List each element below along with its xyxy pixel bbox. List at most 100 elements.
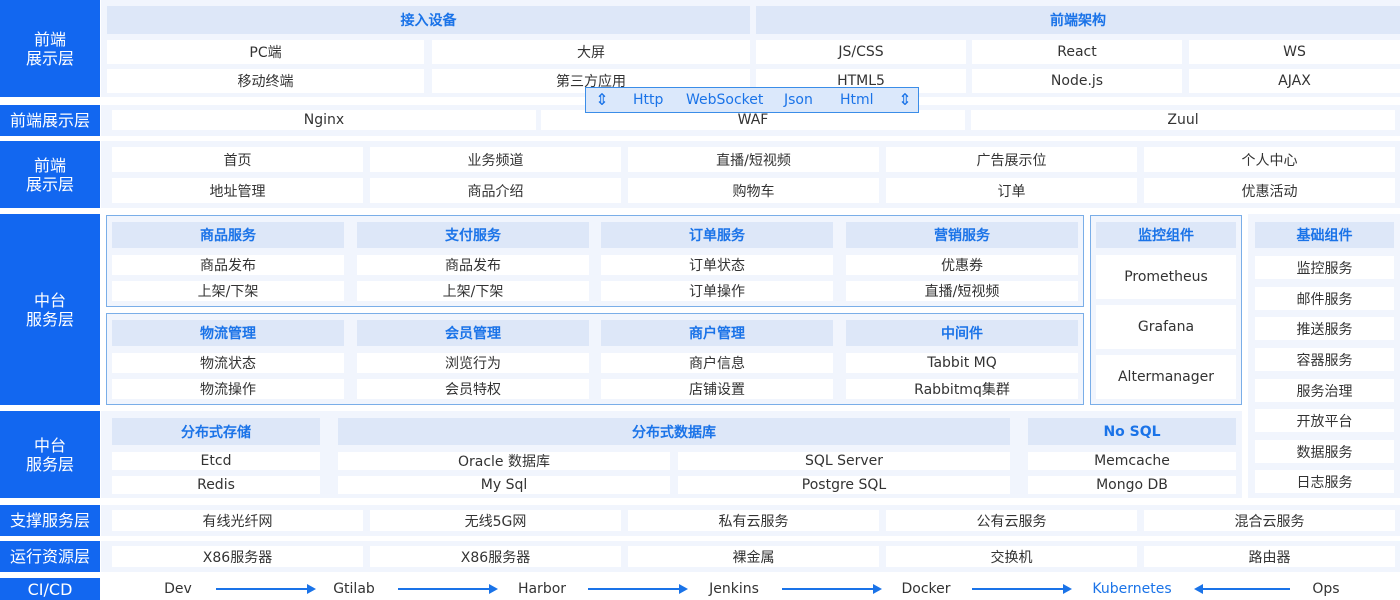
page-order: 订单	[886, 178, 1137, 203]
service-item: Tabbit MQ	[846, 353, 1078, 373]
storage-item-etcd: Etcd	[112, 452, 320, 470]
cicd-step-harbor: Harbor	[517, 581, 567, 597]
support-item: 公有云服务	[886, 510, 1137, 531]
resource-item: 交换机	[886, 546, 1137, 567]
resource-item: 裸金属	[628, 546, 879, 567]
db-item-oracle: Oracle 数据库	[338, 452, 670, 470]
page-product-intro: 商品介绍	[370, 178, 621, 203]
monitor-item-altermanager: Altermanager	[1096, 355, 1236, 399]
basic-item: 监控服务	[1255, 256, 1394, 279]
layer-label-frontend-2: 前端展示层	[0, 105, 100, 136]
service-header: 营销服务	[846, 222, 1078, 248]
service-item: 优惠券	[846, 255, 1078, 275]
basic-header: 基础组件	[1255, 222, 1394, 248]
cicd-step-gitlab: Gtilab	[333, 581, 375, 597]
left-arrow-icon	[1194, 584, 1290, 594]
basic-item: 数据服务	[1255, 440, 1394, 463]
monitor-item-grafana: Grafana	[1096, 305, 1236, 349]
cicd-step-dev: Dev	[164, 581, 192, 597]
service-header: 订单服务	[601, 222, 833, 248]
layer-label-frontend-1: 前端 展示层	[0, 0, 100, 97]
right-arrow-icon	[972, 584, 1072, 594]
nosql-item-mongodb: Mongo DB	[1028, 476, 1236, 494]
basic-item: 容器服务	[1255, 348, 1394, 371]
right-arrow-icon	[216, 584, 316, 594]
service-item: 商品发布	[357, 255, 589, 275]
gateway-waf: WAF	[541, 110, 965, 130]
right-arrow-icon	[782, 584, 882, 594]
protocol-json: Json	[784, 92, 813, 108]
nosql-item-memcache: Memcache	[1028, 452, 1236, 470]
access-device-pc: PC端	[107, 40, 424, 64]
cicd-step-kubernetes: Kubernetes	[1092, 581, 1172, 597]
db-item-mysql: My Sql	[338, 476, 670, 494]
cicd-step-docker: Docker	[901, 581, 951, 597]
protocol-websocket: WebSocket	[686, 92, 764, 108]
db-item-postgresql: Postgre SQL	[678, 476, 1010, 494]
support-item: 混合云服务	[1144, 510, 1395, 531]
page-home: 首页	[112, 147, 363, 172]
service-item: 物流操作	[112, 379, 344, 399]
protocol-bar: ⇕ Http WebSocket Json Html ⇕	[585, 87, 919, 113]
storage-distributed-header: 分布式存储	[112, 418, 320, 445]
storage-item-redis: Redis	[112, 476, 320, 494]
frontend-arch-ajax: AJAX	[1189, 69, 1400, 93]
cicd-step-ops: Ops	[1312, 581, 1340, 597]
service-item: 上架/下架	[357, 281, 589, 301]
access-device-mobile: 移动终端	[107, 69, 424, 93]
db-item-sqlserver: SQL Server	[678, 452, 1010, 470]
service-item: 浏览行为	[357, 353, 589, 373]
protocol-http: Http	[633, 92, 664, 108]
resource-item: X86服务器	[112, 546, 363, 567]
basic-item: 开放平台	[1255, 409, 1394, 432]
service-item: 订单操作	[601, 281, 833, 301]
bidirectional-arrow-icon: ⇕	[595, 90, 609, 109]
service-item: 商户信息	[601, 353, 833, 373]
layer-label-middle-2: 中台 服务层	[0, 411, 100, 498]
service-item: Rabbitmq集群	[846, 379, 1078, 399]
layer-label-cicd: CI/CD	[0, 578, 100, 600]
basic-item: 服务治理	[1255, 379, 1394, 402]
storage-database-header: 分布式数据库	[338, 418, 1010, 445]
gateway-zuul: Zuul	[971, 110, 1395, 130]
service-header: 物流管理	[112, 320, 344, 346]
frontend-arch-jscss: JS/CSS	[756, 40, 966, 64]
page-cart: 购物车	[628, 178, 879, 203]
right-arrow-icon	[398, 584, 498, 594]
frontend-arch-header: 前端架构	[756, 6, 1400, 34]
service-item: 订单状态	[601, 255, 833, 275]
support-item: 有线光纤网	[112, 510, 363, 531]
service-item: 物流状态	[112, 353, 344, 373]
page-address-mgmt: 地址管理	[112, 178, 363, 203]
service-header: 中间件	[846, 320, 1078, 346]
service-item: 店铺设置	[601, 379, 833, 399]
layer-label-frontend-3: 前端 展示层	[0, 141, 100, 208]
page-ad-slot: 广告展示位	[886, 147, 1137, 172]
frontend-arch-ws: WS	[1189, 40, 1400, 64]
bidirectional-arrow-icon: ⇕	[898, 90, 912, 109]
monitor-item-prometheus: Prometheus	[1096, 255, 1236, 299]
service-item: 直播/短视频	[846, 281, 1078, 301]
support-item: 私有云服务	[628, 510, 879, 531]
page-business-channel: 业务频道	[370, 147, 621, 172]
basic-item: 邮件服务	[1255, 287, 1394, 310]
page-promotions: 优惠活动	[1144, 178, 1395, 203]
frontend-arch-nodejs: Node.js	[972, 69, 1182, 93]
service-item: 会员特权	[357, 379, 589, 399]
monitor-header: 监控组件	[1096, 222, 1236, 248]
right-arrow-icon	[588, 584, 688, 594]
access-device-bigscreen: 大屏	[432, 40, 750, 64]
basic-item: 推送服务	[1255, 317, 1394, 340]
service-header: 支付服务	[357, 222, 589, 248]
service-item: 商品发布	[112, 255, 344, 275]
service-header: 会员管理	[357, 320, 589, 346]
frontend-arch-react: React	[972, 40, 1182, 64]
layer-label-support: 支撑服务层	[0, 505, 100, 536]
cicd-step-jenkins: Jenkins	[709, 581, 759, 597]
gateway-nginx: Nginx	[112, 110, 536, 130]
service-item: 上架/下架	[112, 281, 344, 301]
storage-nosql-header: No SQL	[1028, 418, 1236, 445]
support-item: 无线5G网	[370, 510, 621, 531]
resource-item: X86服务器	[370, 546, 621, 567]
page-live-video: 直播/短视频	[628, 147, 879, 172]
